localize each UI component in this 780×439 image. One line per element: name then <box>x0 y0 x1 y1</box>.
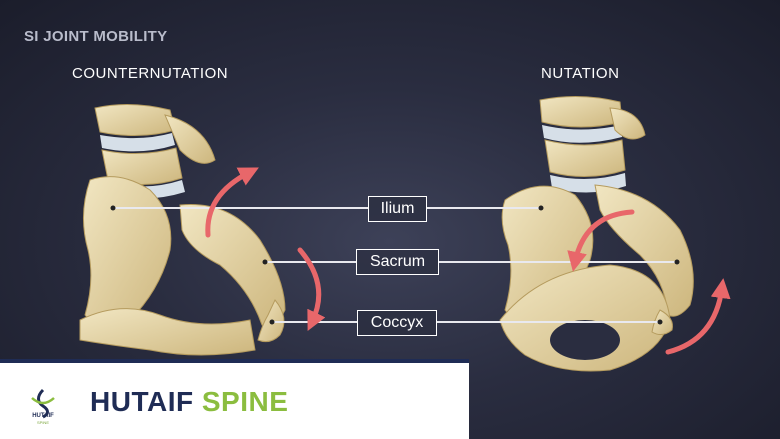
ilium-dot-right <box>538 205 544 211</box>
sacrum-dot-left <box>262 259 268 265</box>
counternutation-title: COUNTERNUTATION <box>72 65 229 82</box>
right-lower-arrow <box>665 278 731 355</box>
left-lower-arrow <box>297 247 326 331</box>
left-vertebra-top <box>94 103 176 137</box>
left-upper-arrow <box>205 167 259 238</box>
right-vertebra-top <box>539 95 623 128</box>
brand-name-accent: SPINE <box>201 386 289 417</box>
left-pelvic-floor <box>79 308 256 356</box>
right-spinous <box>609 107 646 140</box>
nutation-title: NUTATION <box>541 65 620 82</box>
right-disc-1 <box>542 125 622 143</box>
ilium-label: Ilium <box>368 196 427 222</box>
coccyx-dot-right <box>657 319 663 325</box>
leader-dots <box>110 205 680 325</box>
left-ilium-shape <box>82 176 172 327</box>
brand-name: HUTAIF SPINE <box>90 386 288 418</box>
right-sacrum-shape <box>594 184 694 317</box>
right-foramen <box>550 320 620 360</box>
coccyx-label: Coccyx <box>357 310 437 336</box>
brand-bar: HUTAIF SPINE HUTAIF SPINE <box>0 359 469 439</box>
left-disc-1 <box>100 133 175 152</box>
right-upper-arrow <box>567 209 635 272</box>
sacrum-dot-right <box>674 259 680 265</box>
ilium-dot-left <box>110 205 116 211</box>
brand-name-main: HUTAIF <box>90 386 194 417</box>
logo-subtext: SPINE <box>36 420 49 425</box>
page-title: SI JOINT MOBILITY <box>24 28 168 45</box>
logo-text: HUTAIF <box>32 413 54 419</box>
left-sacrum-shape <box>179 203 286 327</box>
motion-arrows <box>205 167 731 355</box>
spine-logo-icon <box>31 388 55 419</box>
left-spinous <box>164 114 216 164</box>
right-vertebra-mid <box>544 139 626 178</box>
sacrum-label: Sacrum <box>356 249 439 275</box>
right-pelvis <box>499 95 694 372</box>
left-pelvis <box>79 103 286 356</box>
coccyx-dot-left <box>269 319 275 325</box>
